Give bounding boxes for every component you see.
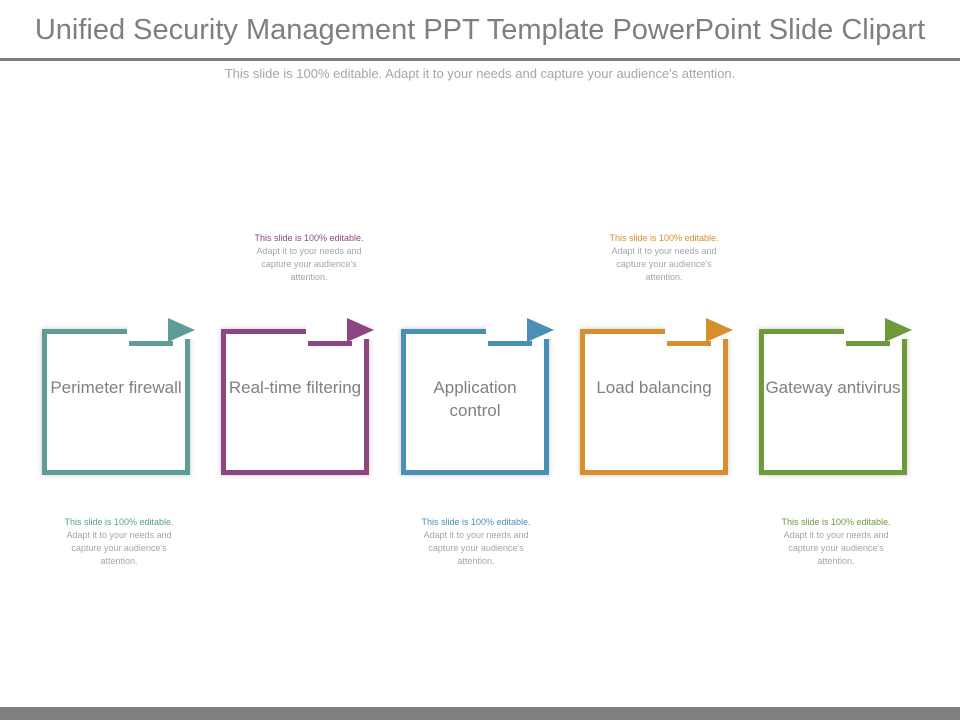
step-note-head: This slide is 100% editable. bbox=[609, 233, 719, 243]
step-note: This slide is 100% editable. Adapt it to… bbox=[410, 516, 542, 568]
arrow-right-icon bbox=[347, 318, 374, 342]
step-arrow-shaft bbox=[667, 341, 711, 346]
step-arrow-shaft bbox=[846, 341, 890, 346]
step-note-head: This slide is 100% editable. bbox=[421, 517, 531, 527]
step-note-head: This slide is 100% editable. bbox=[64, 517, 174, 527]
step-note-body: Adapt it to your needs and capture your … bbox=[256, 246, 362, 282]
step-note-head: This slide is 100% editable. bbox=[781, 517, 891, 527]
step-label: Load balancing bbox=[596, 378, 712, 397]
step-arrow-shaft bbox=[488, 341, 532, 346]
step-box-application-control: Application control bbox=[401, 325, 556, 475]
step-label: Perimeter firewall bbox=[50, 378, 182, 397]
arrow-right-icon bbox=[885, 318, 912, 342]
step-label: Gateway antivirus bbox=[765, 378, 901, 397]
step-box-perimeter-firewall: Perimeter firewall bbox=[42, 325, 197, 475]
step-box-real-time-filtering: Real-time filtering bbox=[221, 325, 376, 475]
arrow-right-icon bbox=[706, 318, 733, 342]
step-note: This slide is 100% editable. Adapt it to… bbox=[770, 516, 902, 568]
step-arrow-shaft bbox=[308, 341, 352, 346]
step-note: This slide is 100% editable. Adapt it to… bbox=[53, 516, 185, 568]
step-arrow-shaft bbox=[129, 341, 173, 346]
slide-title: Unified Security Management PPT Template… bbox=[34, 14, 926, 46]
step-note-body: Adapt it to your needs and capture your … bbox=[611, 246, 717, 282]
step-note-body: Adapt it to your needs and capture your … bbox=[66, 530, 172, 566]
arrow-right-icon bbox=[527, 318, 554, 342]
slide-subtitle: This slide is 100% editable. Adapt it to… bbox=[224, 66, 736, 81]
arrow-right-icon bbox=[168, 318, 195, 342]
step-box-load-balancing: Load balancing bbox=[580, 325, 735, 475]
step-label: Real-time filtering bbox=[228, 378, 362, 397]
title-divider bbox=[0, 58, 960, 61]
step-note-body: Adapt it to your needs and capture your … bbox=[783, 530, 889, 566]
bottom-bar bbox=[0, 707, 960, 720]
step-box-gateway-antivirus: Gateway antivirus bbox=[759, 325, 914, 475]
step-note: This slide is 100% editable. Adapt it to… bbox=[598, 232, 730, 284]
step-label: Application control bbox=[433, 378, 517, 420]
step-note-body: Adapt it to your needs and capture your … bbox=[423, 530, 529, 566]
step-note: This slide is 100% editable. Adapt it to… bbox=[243, 232, 375, 284]
step-note-head: This slide is 100% editable. bbox=[254, 233, 364, 243]
